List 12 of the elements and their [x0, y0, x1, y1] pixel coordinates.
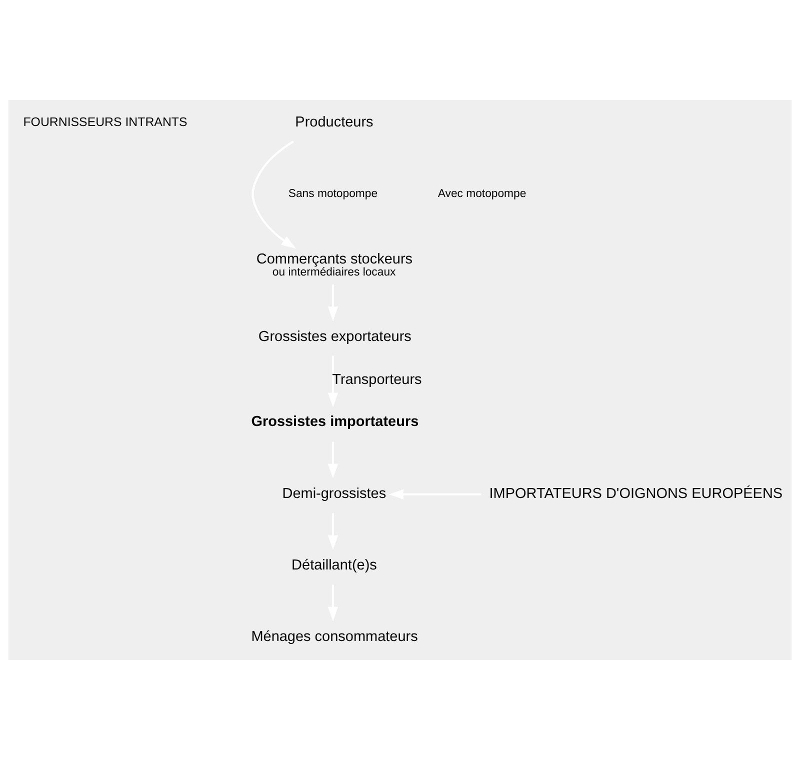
- node-text: Producteurs: [295, 114, 374, 130]
- label: Sans motopompe: [288, 188, 378, 200]
- label: Avec motopompe: [438, 188, 526, 200]
- node-text: Grossistes exportateurs: [258, 328, 412, 344]
- node-text: IMPORTATEURS D'OIGNONS EUROPÉENS: [489, 486, 783, 502]
- node-text: Commerçants stockeurs ou intermédiaires locaux: [256, 250, 413, 278]
- node-text: Demi-grossistes: [282, 486, 386, 502]
- node-text: Grossistes importateurs: [251, 413, 419, 430]
- edge-label: Transporteurs: [332, 371, 422, 388]
- label: FOURNISSEURS INTRANTS: [23, 114, 188, 128]
- node-text: Détaillant(e)s: [292, 557, 377, 574]
- node-text: Ménages consommateurs: [251, 628, 418, 645]
